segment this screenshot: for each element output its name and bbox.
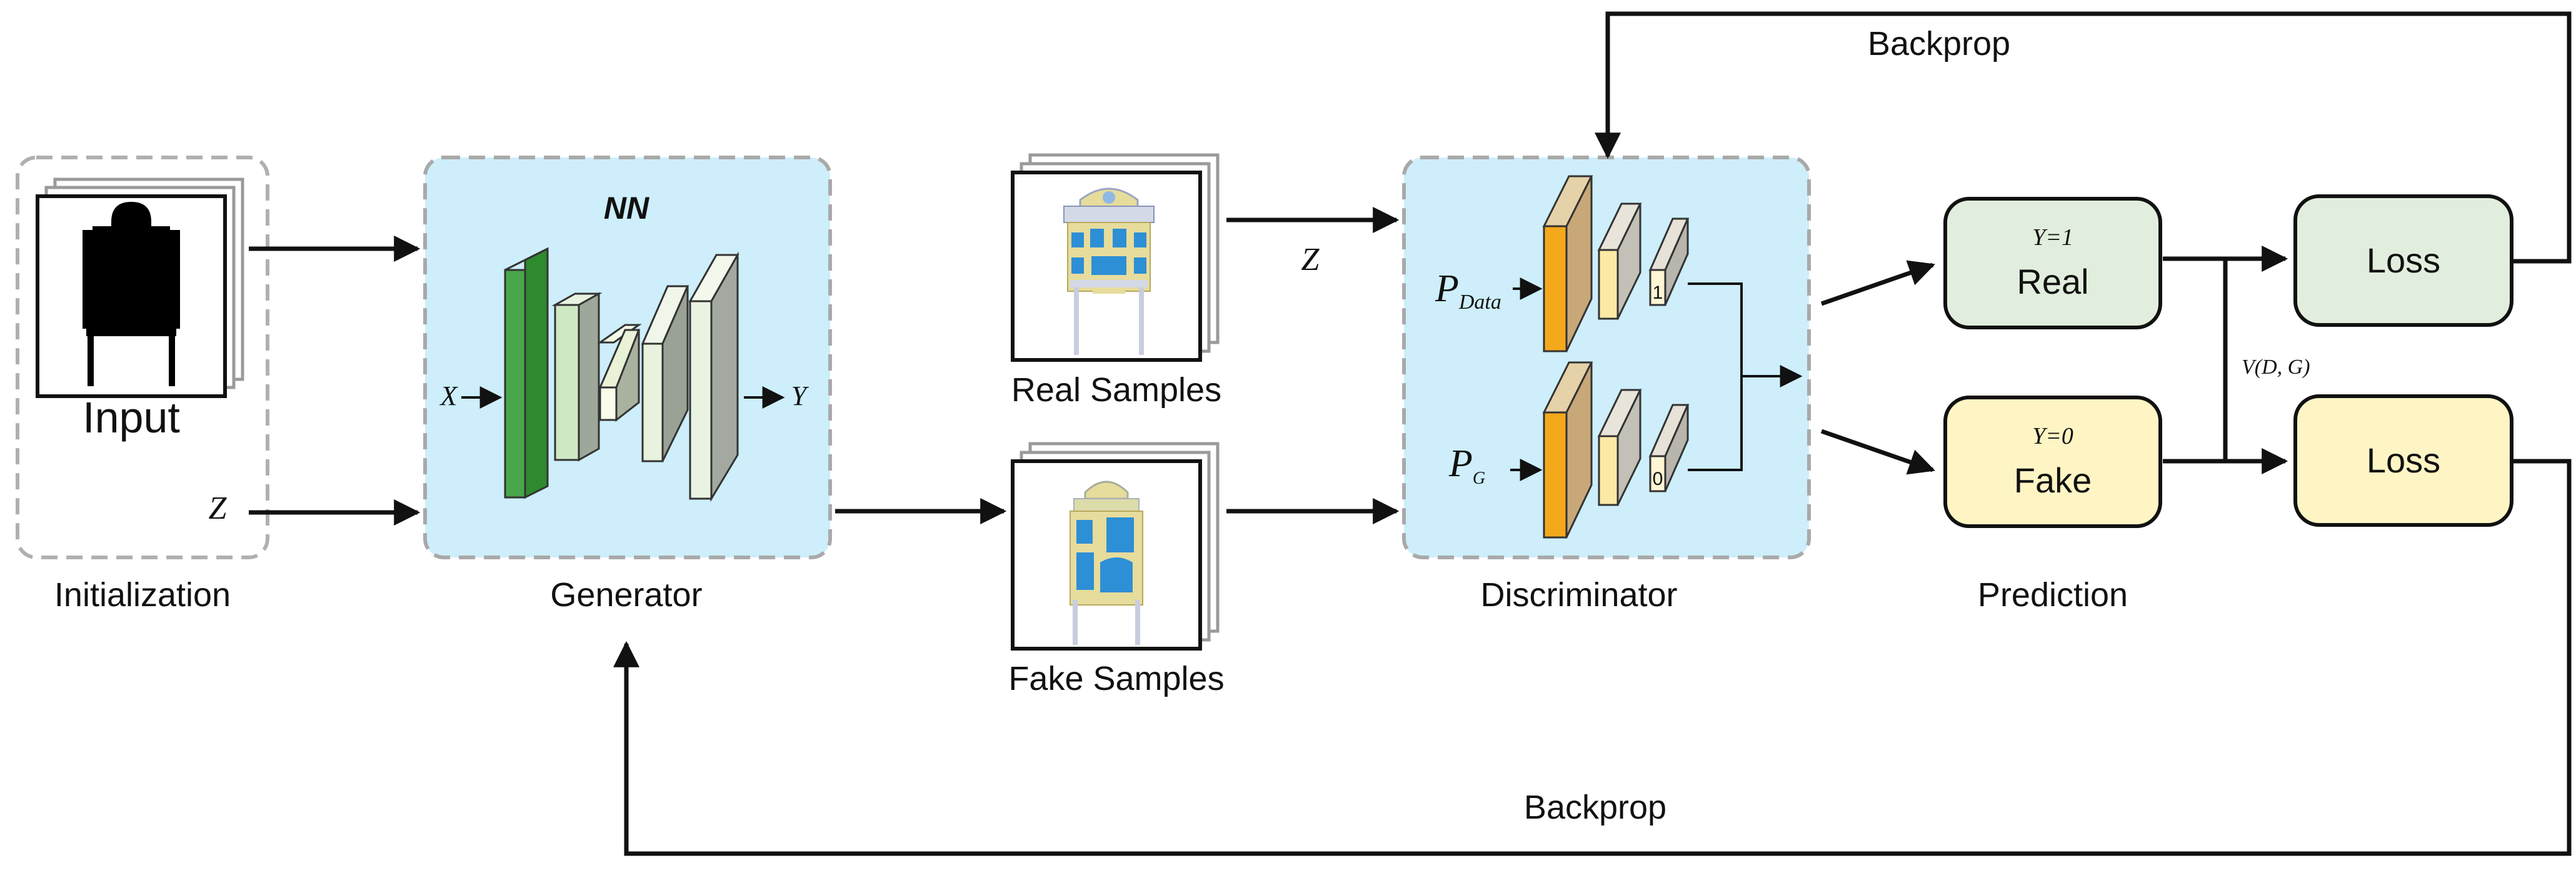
prediction-real-formula: Y=1 [2032, 224, 2073, 251]
input-silhouette-image [83, 202, 180, 386]
prediction-real-box: Y=1 Real [1943, 197, 2162, 329]
real-samples-caption: Real Samples [1011, 371, 1221, 409]
p-data-label: PData [1435, 267, 1501, 314]
z-initial-label: Z [209, 491, 228, 526]
loss-top-label: Loss [2367, 241, 2440, 280]
initialization-caption: Initialization [54, 576, 231, 614]
backprop-top-path [1595, 11, 2572, 264]
initialization-panel: Input Z [16, 156, 269, 559]
discriminator-output-fake: 0 [1653, 469, 1663, 489]
discriminator-merge-lower [1688, 376, 1743, 471]
discriminator-lower-network [1542, 361, 1690, 539]
input-label: Input [83, 393, 180, 442]
objective-label: V(D, G) [2242, 356, 2310, 379]
generator-y-label: Y [791, 381, 809, 411]
backprop-bottom-path [613, 459, 2572, 856]
generator-x-label: X [439, 381, 459, 411]
generator-network [504, 247, 739, 502]
arrow-to-fake-prediction [1820, 429, 1935, 475]
discriminator-output-real: 1 [1653, 282, 1663, 303]
backprop-bottom-label: Backprop [1524, 789, 1666, 826]
loss-bottom-label: Loss [2367, 441, 2440, 480]
backprop-top-label: Backprop [1868, 25, 2010, 62]
real-facade-image [1063, 187, 1155, 355]
prediction-fake-formula: Y=0 [2032, 423, 2073, 449]
discriminator-merge-upper [1688, 282, 1743, 376]
prediction-fake-box: Y=0 Fake [1943, 396, 2162, 528]
prediction-real-label: Real [2017, 262, 2088, 301]
arrow-to-real-prediction [1820, 260, 1935, 306]
fake-samples-caption: Fake Samples [1008, 660, 1224, 697]
discriminator-panel: PData 1 PG [1402, 156, 1811, 559]
input-stack [36, 177, 244, 398]
p-g-label: PG [1448, 442, 1485, 488]
z-real-label: Z [1301, 242, 1320, 277]
prediction-caption: Prediction [1978, 576, 2128, 614]
generator-caption: Generator [550, 576, 702, 614]
prediction-fake-label: Fake [2014, 461, 2092, 500]
nn-label: NN [604, 191, 649, 226]
discriminator-caption: Discriminator [1480, 576, 1677, 614]
fake-facade-image [1070, 481, 1143, 645]
loss-top-box: Loss [2293, 194, 2513, 327]
discriminator-upper-network [1542, 175, 1690, 352]
fake-samples-stack [1011, 442, 1220, 651]
generator-panel: NN X Y [423, 156, 832, 559]
real-samples-stack [1011, 153, 1220, 362]
loss-bottom-box: Loss [2293, 394, 2513, 527]
